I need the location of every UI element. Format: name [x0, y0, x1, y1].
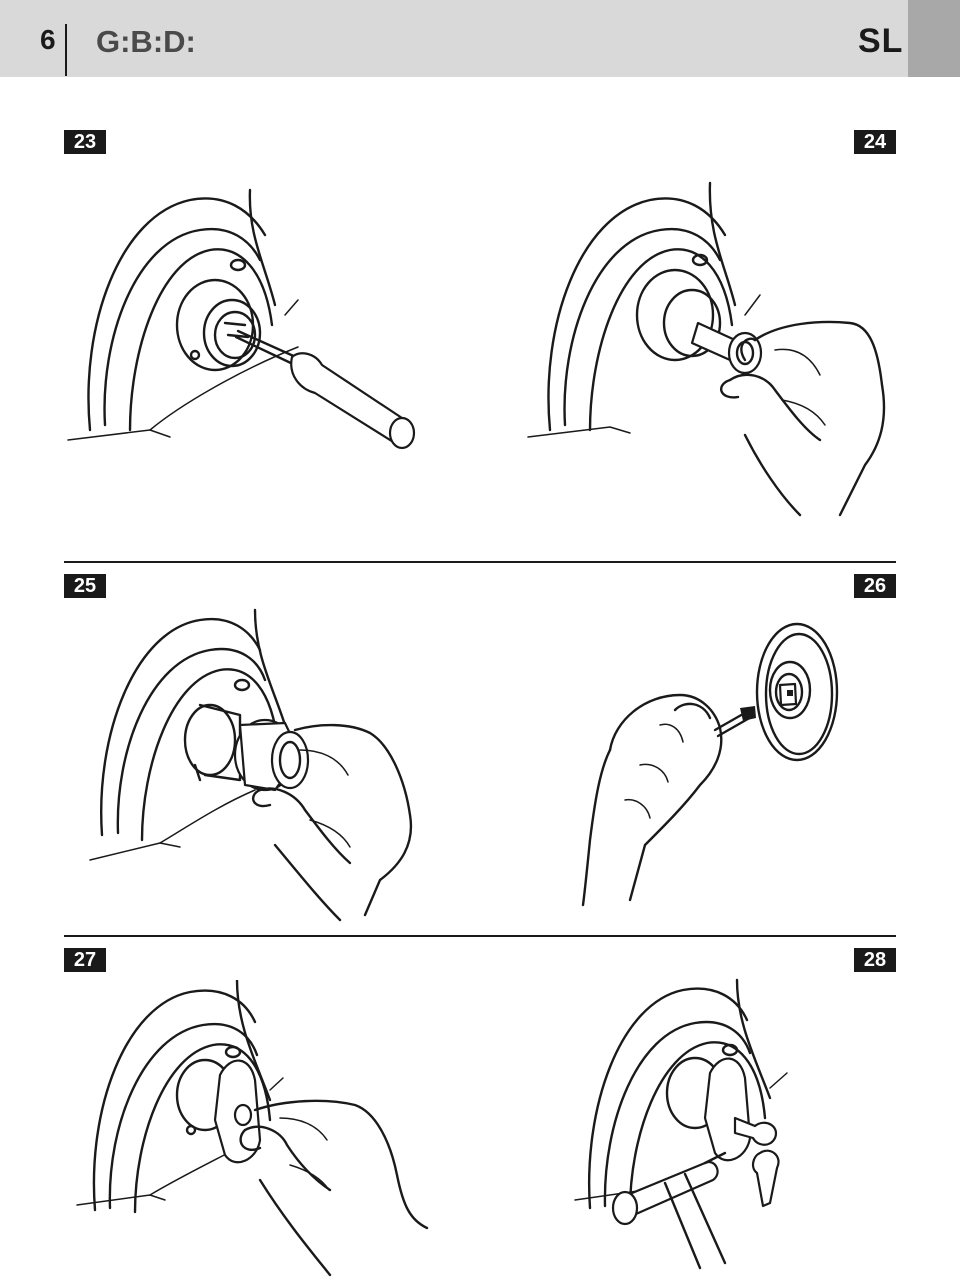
lock-cylinder-icon	[175, 278, 262, 372]
step-badge-27: 27	[64, 948, 106, 972]
hand-icon	[720, 320, 886, 517]
arch-gate-post-icon	[67, 188, 299, 441]
figure-25	[89, 608, 413, 922]
model-name: SL	[858, 22, 904, 60]
step-badge-23: 23	[64, 130, 106, 154]
hand-icon	[239, 1099, 429, 1277]
cover-plate-icon	[175, 1058, 262, 1164]
brand-logo-text: G:B:D:	[96, 24, 196, 59]
arch-gate-post-icon	[89, 608, 287, 861]
screwdriver-icon	[234, 329, 416, 450]
brand-logo: G:B:D:	[96, 24, 196, 59]
step-badge-26: 26	[854, 574, 896, 598]
step-badge-24: 24	[854, 130, 896, 154]
step-badge-28: 28	[854, 948, 896, 972]
page-header	[0, 0, 960, 77]
figure-23	[67, 188, 416, 450]
figure-24	[527, 181, 886, 517]
lock-cover-plate-icon	[755, 622, 839, 762]
page-number: 6	[40, 24, 56, 55]
figure-26	[581, 622, 839, 907]
hand-icon	[581, 693, 723, 907]
section-divider-2	[64, 935, 896, 937]
arch-gate-post-icon	[76, 980, 284, 1214]
hand-icon	[251, 723, 413, 922]
step-badge-25: 25	[64, 574, 106, 598]
figure-27	[76, 980, 429, 1277]
hammer-icon	[611, 1151, 727, 1270]
lock-cylinder-icon	[635, 268, 763, 375]
lock-ring-icon	[183, 703, 310, 792]
section-divider-1	[64, 561, 896, 563]
arch-gate-post-icon	[527, 181, 761, 438]
header-side-tab	[908, 0, 960, 77]
keys-icon	[665, 1056, 780, 1208]
figure-28	[574, 978, 788, 1270]
header-separator	[65, 24, 67, 76]
